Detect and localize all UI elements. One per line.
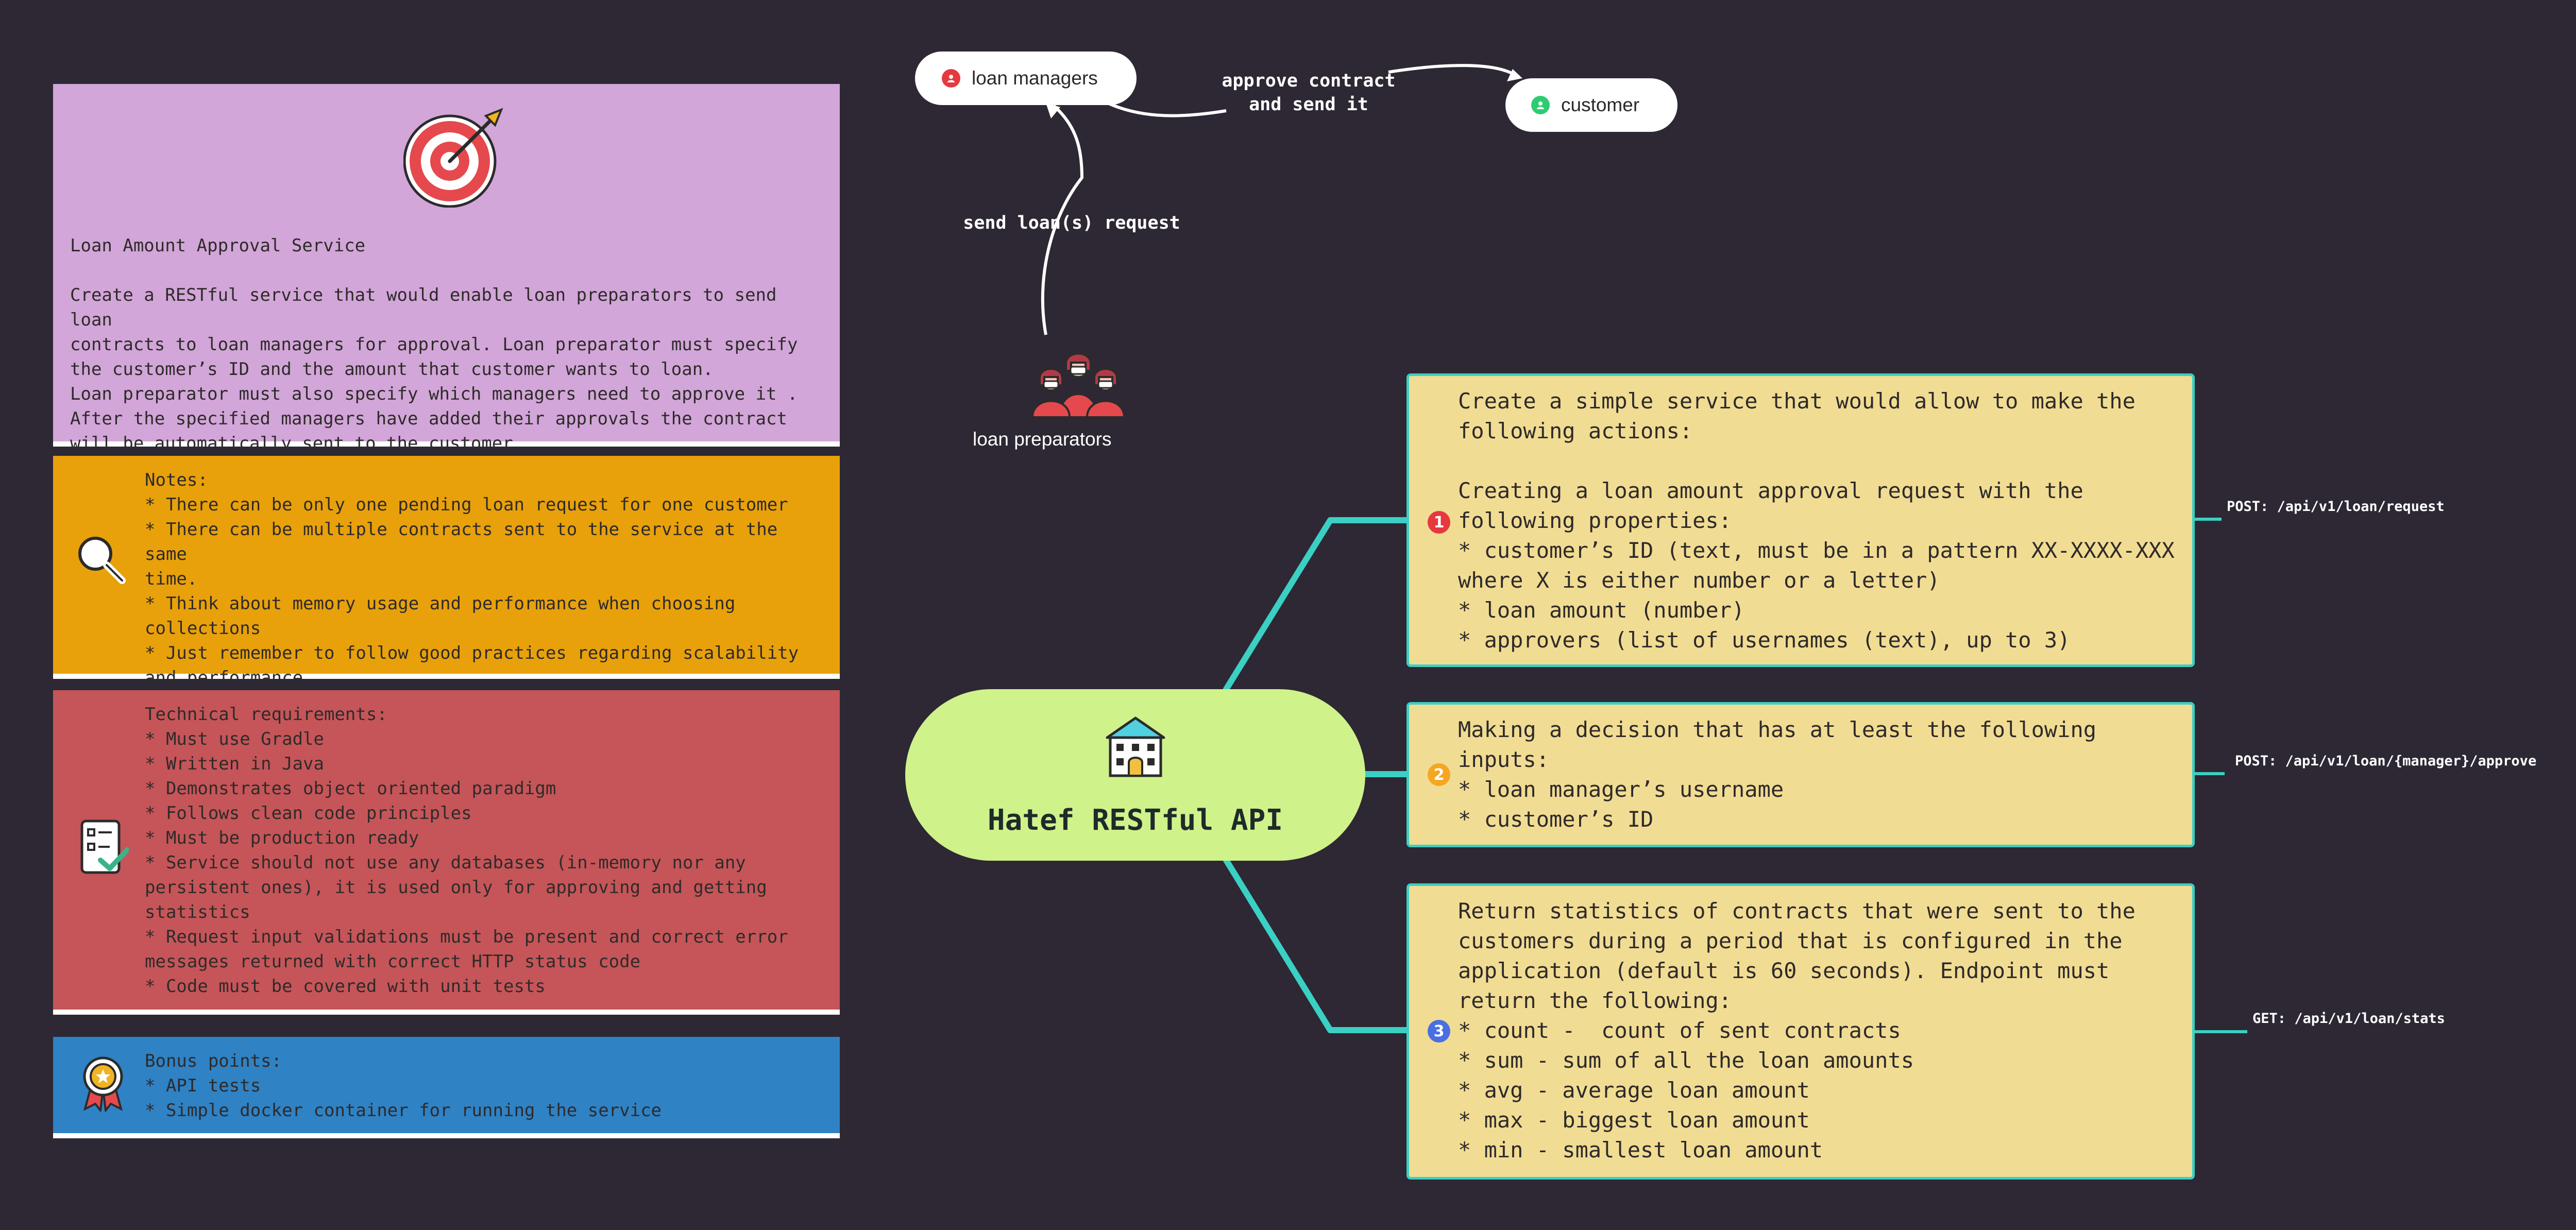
technical-requirements-text: Technical requirements: * Must use Gradl… <box>145 702 830 999</box>
central-title: Hatef RESTful API <box>905 804 1365 837</box>
building-icon <box>1103 715 1168 778</box>
connector-action-3 <box>1226 860 1406 1030</box>
send-loan-request-label: send loan(s) request <box>953 211 1190 235</box>
customer-node: customer <box>1505 78 1677 132</box>
action-text-3: Return statistics of contracts that were… <box>1458 896 2210 1165</box>
bonus-points-text: Bonus points: * API tests * Simple docke… <box>145 1049 830 1123</box>
arrow-approve-contract <box>1108 103 1226 116</box>
description-body: Create a RESTful service that would enab… <box>70 283 827 456</box>
action-box-2: 2 Making a decision that has at least th… <box>1406 702 2195 847</box>
notes-card: Notes: * There can be only one pending l… <box>53 456 840 679</box>
endpoint-approve: POST: /api/v1/loan/{manager}/approve <box>2235 753 2536 769</box>
central-node: Hatef RESTful API <box>905 689 1365 861</box>
user-icon <box>1531 96 1550 114</box>
action-box-3: 3 Return statistics of contracts that we… <box>1406 883 2195 1180</box>
bonus-points-card: Bonus points: * API tests * Simple docke… <box>53 1037 840 1138</box>
user-icon <box>942 69 960 88</box>
loan-managers-node: loan managers <box>915 52 1137 105</box>
loan-managers-label: loan managers <box>972 67 1098 89</box>
action-text-2: Making a decision that has at least the … <box>1458 715 2210 834</box>
loan-preparators-icon <box>1029 345 1127 417</box>
action-box-1: 1 Create a simple service that would all… <box>1406 373 2195 667</box>
number-badge-1: 1 <box>1428 511 1450 534</box>
description-title: Loan Amount Approval Service <box>70 233 365 258</box>
action-text-1: Create a simple service that would allow… <box>1458 386 2210 655</box>
technical-requirements-card: Technical requirements: * Must use Gradl… <box>53 690 840 1015</box>
connector-action-1 <box>1226 520 1406 689</box>
arrow-approve-contract-2 <box>1388 65 1515 75</box>
notes-text: Notes: * There can be only one pending l… <box>145 468 830 690</box>
magnifier-icon <box>75 533 126 585</box>
endpoint-request: POST: /api/v1/loan/request <box>2227 499 2445 515</box>
loan-preparators-label: loan preparators <box>973 429 1111 450</box>
endpoint-stats: GET: /api/v1/loan/stats <box>2252 1011 2445 1027</box>
customer-label: customer <box>1561 94 1639 116</box>
approve-contract-label: approve contract and send it <box>1216 69 1401 116</box>
target-icon <box>403 105 506 208</box>
checklist-icon <box>80 819 129 876</box>
number-badge-3: 3 <box>1428 1020 1450 1043</box>
description-card: Loan Amount Approval Service Create a RE… <box>53 84 840 447</box>
award-icon <box>80 1055 126 1112</box>
number-badge-2: 2 <box>1428 763 1450 786</box>
